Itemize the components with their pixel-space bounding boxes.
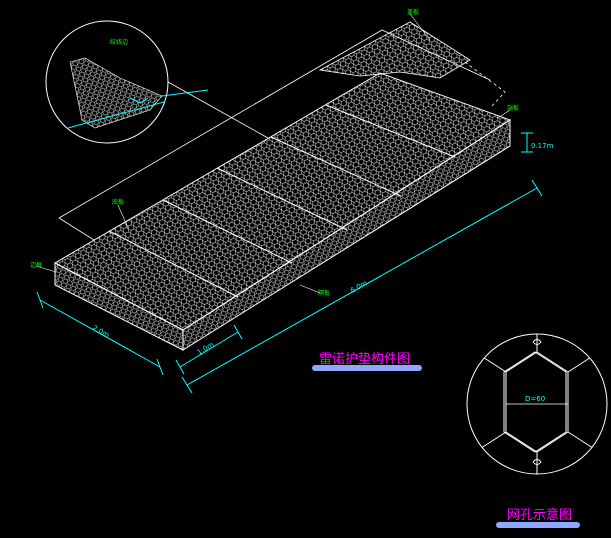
label-leaders (35, 13, 511, 294)
detail-label: 绞线边 (110, 38, 128, 46)
lid-mesh (318, 21, 471, 79)
width-dim-text: 2.0m (91, 324, 111, 340)
mesh-detail: D=60 (466, 333, 608, 475)
partitions (108, 104, 456, 298)
edge-label: 边框 (30, 261, 42, 269)
side-label: 端板 (507, 104, 519, 112)
lid-dashed-edge (464, 61, 506, 109)
cell-dim-text: 1.0m (196, 341, 216, 357)
mesh-caption-underline (496, 522, 580, 528)
height-dim-text: 0.17m (531, 142, 554, 150)
cell-dim-line (179, 331, 239, 368)
detail-circle (45, 20, 209, 144)
width-dim-line (39, 299, 161, 368)
lid-label: 盖板 (407, 8, 419, 16)
lid-panel (318, 21, 506, 109)
dimensions (36, 132, 543, 394)
detail-leader (58, 29, 491, 241)
partition-label: 隔板 (318, 289, 330, 297)
mattress-body (53, 72, 512, 351)
bottom-label: 底板 (112, 198, 124, 206)
main-caption-underline (312, 365, 422, 371)
mattress-end-side (54, 262, 184, 351)
mesh-dim-text: D=60 (525, 395, 545, 403)
mesh-caption: 网孔示意图 (507, 507, 572, 523)
length-dim-text: 6.0m (349, 279, 369, 295)
main-caption: 雷诺护垫构件图 (319, 351, 410, 367)
length-dim-line (186, 187, 538, 386)
